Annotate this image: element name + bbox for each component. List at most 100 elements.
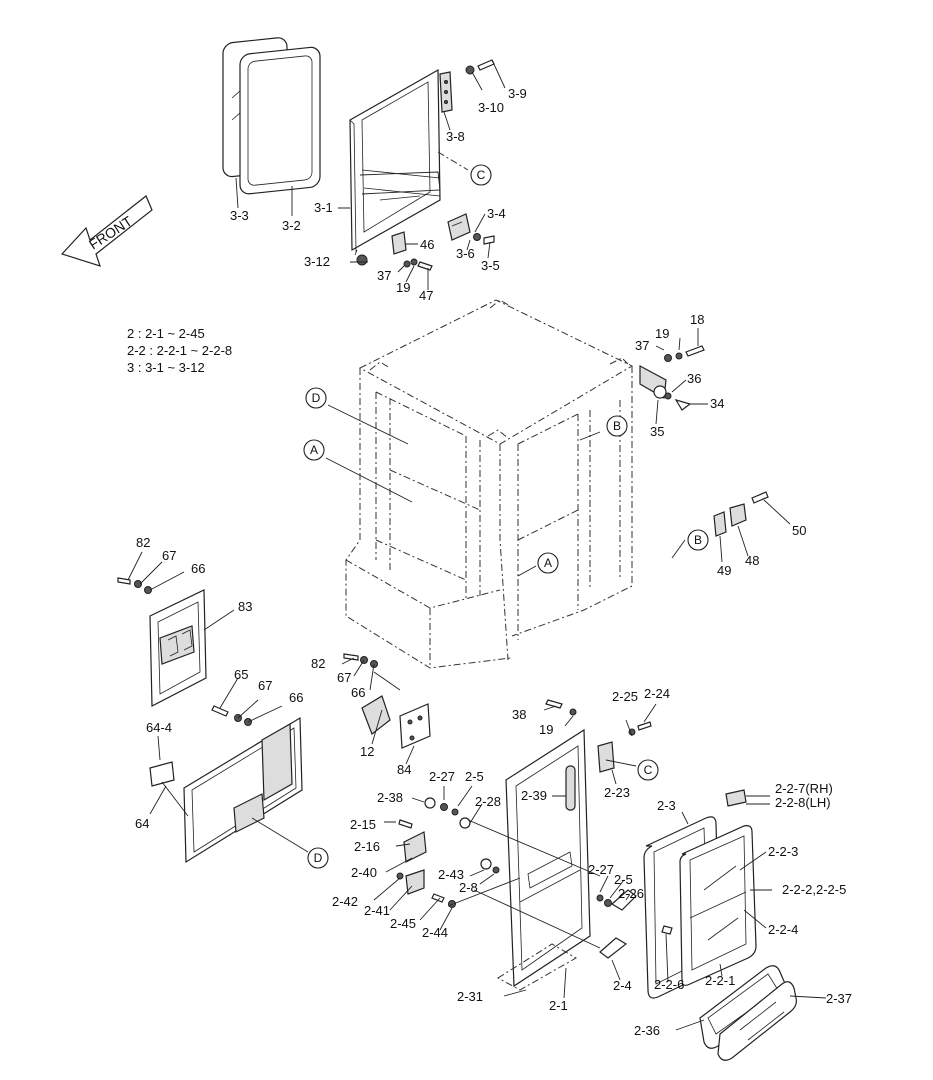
reference-circle-a: A	[537, 552, 559, 574]
part-label: 48	[745, 553, 759, 568]
part-label: 2-42	[332, 894, 358, 909]
reference-circle-letter: A	[544, 556, 552, 570]
part-label: 2-26	[618, 886, 644, 901]
part-label: 2-8	[459, 880, 478, 895]
part-label: 49	[717, 563, 731, 578]
reference-circle-letter: B	[694, 533, 702, 547]
part-label: 3-10	[478, 100, 504, 115]
part-label: 2-38	[377, 790, 403, 805]
part-label: 37	[377, 268, 391, 283]
part-number-labels: 3-9 3-10 3-8 3-3 3-2 3-1 3-4 46 3-6 3-5 3-12 37 19 47…	[135, 86, 852, 1038]
part-label: 66	[191, 561, 205, 576]
part-label: 2-2-1	[705, 973, 735, 988]
cab-frame-phantom	[325, 299, 686, 669]
hinge-bracket-group	[639, 328, 791, 563]
part-label: 2-2-7(RH)	[775, 781, 833, 796]
part-label: 38	[512, 707, 526, 722]
reference-circle-shape	[606, 415, 628, 437]
part-label: 2-5	[465, 769, 484, 784]
part-label: 36	[687, 371, 701, 386]
legend-line-3: 3 : 3-1 ~ 3-12	[127, 360, 205, 375]
part-label: 2-23	[604, 785, 630, 800]
front-direction-arrow: FRONT	[60, 195, 153, 267]
part-label: 46	[420, 237, 434, 252]
part-label: 19	[396, 280, 410, 295]
part-label: 2-27	[429, 769, 455, 784]
reference-circle-letter: D	[312, 391, 321, 405]
reference-circle-shape	[307, 847, 329, 869]
part-label: 64	[135, 816, 149, 831]
part-label: 19	[539, 722, 553, 737]
part-label: 2-2-8(LH)	[775, 795, 831, 810]
part-label: 3-8	[446, 129, 465, 144]
reference-circle-letter: C	[477, 168, 486, 182]
part-label: 12	[360, 744, 374, 759]
door-window-2-2	[643, 789, 827, 1061]
part-label: 2-3	[657, 798, 676, 813]
legend-line-2: 2-2 : 2-2-1 ~ 2-2-8	[127, 343, 232, 358]
reference-circle-b: B	[606, 415, 628, 437]
front-label: FRONT	[86, 213, 136, 253]
part-label: 2-25	[612, 689, 638, 704]
door-trim-panel-64	[149, 677, 309, 864]
reference-circle-a: A	[303, 439, 325, 461]
part-label: 83	[238, 599, 252, 614]
legend: 2 : 2-1 ~ 2-45 2-2 : 2-2-1 ~ 2-2-8 3 : 3…	[127, 326, 232, 375]
part-label: 3-2	[282, 218, 301, 233]
part-label: 37	[635, 338, 649, 353]
reference-circle-d: D	[307, 847, 329, 869]
part-label: 50	[792, 523, 806, 538]
part-label: 66	[351, 685, 365, 700]
reference-circles: C D A B A D B C	[303, 164, 709, 869]
reference-circle-b: B	[687, 529, 709, 551]
hinge-12-84	[341, 653, 431, 765]
part-label: 18	[690, 312, 704, 327]
part-label: 2-44	[422, 925, 448, 940]
part-label: 64-4	[146, 720, 172, 735]
reference-circle-shape	[305, 387, 327, 409]
reference-circle-shape	[303, 439, 325, 461]
part-label: 2-24	[644, 686, 670, 701]
part-label: 3-1	[314, 200, 333, 215]
part-label: 2-16	[354, 839, 380, 854]
part-label: 84	[397, 762, 411, 777]
reference-circle-c: C	[637, 759, 659, 781]
reference-circle-shape	[470, 164, 492, 186]
part-label: 2-41	[364, 903, 390, 918]
part-label: 3-6	[456, 246, 475, 261]
part-label: 2-2-2,2-2-5	[782, 882, 846, 897]
reference-circle-d: D	[305, 387, 327, 409]
reference-circle-letter: A	[310, 443, 318, 457]
reference-circle-letter: D	[314, 851, 323, 865]
part-label: 2-36	[634, 1023, 660, 1038]
part-label: 2-5	[614, 872, 633, 887]
reference-circle-shape	[637, 759, 659, 781]
part-label: 2-2-6	[654, 977, 684, 992]
part-label: 2-39	[521, 788, 547, 803]
part-label: 35	[650, 424, 664, 439]
part-label: 2-27	[588, 862, 614, 877]
part-label: 47	[419, 288, 433, 303]
part-label: 2-4	[613, 978, 632, 993]
part-label: 3-9	[508, 86, 527, 101]
part-label: 34	[710, 396, 724, 411]
part-label: 2-37	[826, 991, 852, 1006]
part-label: 3-5	[481, 258, 500, 273]
reference-circle-letter: C	[644, 763, 653, 777]
part-label: 67	[258, 678, 272, 693]
legend-line-1: 2 : 2-1 ~ 2-45	[127, 326, 205, 341]
inner-panel-83	[117, 551, 235, 707]
part-label: 3-3	[230, 208, 249, 223]
part-label: 3-12	[304, 254, 330, 269]
part-label: 19	[655, 326, 669, 341]
part-label: 82	[136, 535, 150, 550]
part-label: 82	[311, 656, 325, 671]
reference-circle-c: C	[470, 164, 492, 186]
part-label: 3-4	[487, 206, 506, 221]
reference-circle-shape	[537, 552, 559, 574]
window-assembly-3	[222, 37, 506, 290]
part-label: 66	[289, 690, 303, 705]
reference-circle-letter: B	[613, 419, 621, 433]
part-label: 2-43	[438, 867, 464, 882]
